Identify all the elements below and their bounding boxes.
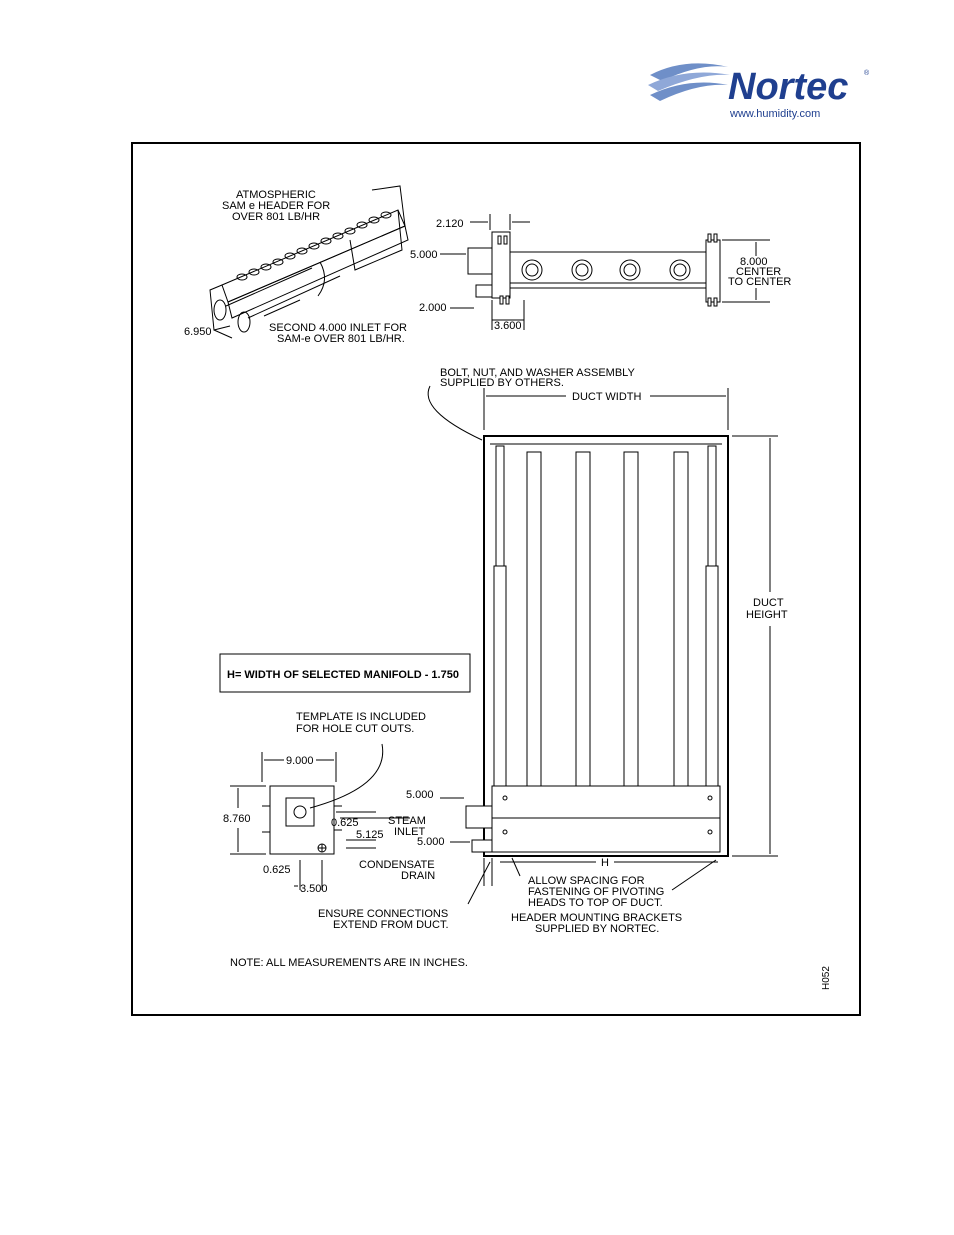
- note-allow-2: FASTENING OF PIVOTING: [528, 886, 664, 898]
- h-formula-text: H= WIDTH OF SELECTED MANIFOLD - 1.750: [227, 669, 459, 681]
- installation-drawing: ATMOSPHERIC SAM e HEADER FOR OVER 801 LB…: [184, 185, 832, 990]
- note-second-inlet-1: SECOND 4.000 INLET FOR: [269, 322, 407, 334]
- note-atmospheric-3: OVER 801 LB/HR: [232, 211, 320, 223]
- note-atmospheric-1: ATMOSPHERIC: [236, 189, 316, 201]
- center-label-1: 8.000: [740, 256, 768, 268]
- dim-5000-a: 5.000: [406, 789, 434, 801]
- dimension-lines-duct: [427, 385, 778, 905]
- dim-3600: 3.600: [494, 320, 522, 332]
- nortec-logo: Nortec ® www.humidity.com: [648, 63, 870, 120]
- dimension-lines-side: [440, 214, 770, 330]
- note-condensate-1: CONDENSATE: [359, 859, 435, 871]
- dim-0625-a: 0.625: [331, 817, 359, 829]
- note-ensure-1: ENSURE CONNECTIONS: [318, 908, 448, 920]
- note-steam-inlet-2: INLET: [394, 826, 425, 838]
- brand-name: Nortec: [728, 66, 848, 108]
- note-ensure-2: EXTEND FROM DUCT.: [333, 919, 449, 931]
- dim-5000-b: 5.000: [417, 836, 445, 848]
- note-second-inlet-2: SAM-e OVER 801 LB/HR.: [277, 333, 405, 345]
- note-steam-inlet-1: STEAM: [388, 815, 426, 827]
- duct-front-view: [465, 435, 729, 857]
- dim-2120: 2.120: [436, 218, 464, 230]
- note-brackets-1: HEADER MOUNTING BRACKETS: [511, 912, 682, 924]
- header-side-view: [467, 231, 721, 307]
- dim-3500: 3.500: [300, 883, 328, 895]
- note-brackets-2: SUPPLIED BY NORTEC.: [535, 923, 659, 935]
- wave-mark-icon: [648, 63, 730, 101]
- h-formula-box: [219, 653, 471, 693]
- duct-height-label-2: HEIGHT: [746, 609, 788, 621]
- steam-outlets: [236, 211, 392, 281]
- hole-template-view: [262, 743, 384, 855]
- note-allow-1: ALLOW SPACING FOR: [528, 875, 645, 887]
- drawing-frame: ATMOSPHERIC SAM e HEADER FOR OVER 801 LB…: [131, 142, 861, 1016]
- dim-5000-top: 5.000: [410, 249, 438, 261]
- registered-mark: ®: [864, 69, 870, 77]
- drawing-id: H052: [821, 966, 832, 990]
- note-measurements: NOTE: ALL MEASUREMENTS ARE IN INCHES.: [230, 957, 468, 969]
- dim-5125: 5.125: [356, 829, 384, 841]
- note-template-2: FOR HOLE CUT OUTS.: [296, 723, 414, 735]
- note-atmospheric-2: SAM e HEADER FOR: [222, 200, 330, 212]
- dim-8760: 8.760: [223, 813, 251, 825]
- dim-6950: 6.950: [184, 326, 212, 338]
- dim-9000: 9.000: [286, 755, 314, 767]
- note-template-1: TEMPLATE IS INCLUDED: [296, 711, 426, 723]
- dim-2000: 2.000: [419, 302, 447, 314]
- note-allow-3: HEADS TO TOP OF DUCT.: [528, 897, 663, 909]
- dimension-lines-template: [230, 752, 410, 890]
- center-label-2: CENTER: [736, 266, 781, 278]
- brand-url: www.humidity.com: [729, 108, 820, 120]
- duct-height-label-1: DUCT: [753, 597, 784, 609]
- center-label-3: TO CENTER: [728, 276, 791, 288]
- h-label: H: [601, 857, 609, 869]
- duct-width-label: DUCT WIDTH: [572, 391, 642, 403]
- note-bolt-1: BOLT, NUT, AND WASHER ASSEMBLY: [440, 367, 635, 379]
- note-bolt-2: SUPPLIED BY OTHERS.: [440, 377, 564, 389]
- isometric-header-illustration: [209, 185, 409, 339]
- dim-0625-b: 0.625: [263, 864, 291, 876]
- note-condensate-2: DRAIN: [401, 870, 435, 882]
